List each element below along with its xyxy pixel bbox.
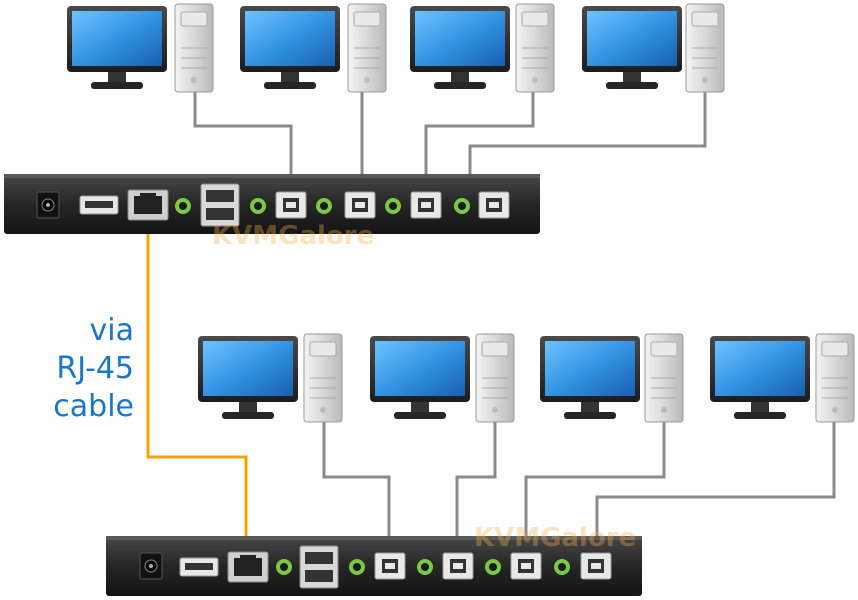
usb-cable	[322, 420, 391, 550]
computer	[410, 3, 555, 93]
audio-jack-icon	[349, 559, 365, 575]
monitor-icon	[410, 6, 510, 89]
dual-usb-hub-icon	[299, 545, 339, 589]
monitor-icon	[240, 6, 340, 89]
usb-b-port-icon	[478, 191, 510, 219]
usb-cable	[193, 92, 293, 188]
tower-icon	[303, 333, 343, 423]
caption-line-3: cable	[53, 389, 134, 424]
rj45-port-icon	[227, 551, 269, 583]
audio-jack-icon	[276, 559, 292, 575]
audio-jack-icon	[485, 559, 501, 575]
watermark-top: KVMGalore	[212, 221, 374, 251]
usb-b-port-icon	[580, 552, 612, 580]
audio-jack-icon	[316, 198, 332, 214]
computer	[710, 333, 855, 423]
usb-cables-bottom	[322, 420, 836, 550]
usb-cable	[424, 92, 535, 188]
top-computers	[67, 3, 725, 93]
monitor-icon	[582, 6, 682, 89]
kvm-switch-bottom	[106, 536, 642, 596]
audio-jack-icon	[554, 559, 570, 575]
power-jack-icon	[139, 552, 163, 580]
usb-cable	[524, 420, 666, 550]
audio-jack-icon	[454, 198, 470, 214]
computer	[240, 3, 387, 93]
bottom-computers	[198, 333, 855, 423]
usb-b-port-icon	[374, 552, 406, 580]
usb-cable	[595, 420, 836, 550]
monitor-icon	[370, 336, 470, 419]
computer	[198, 333, 343, 423]
caption-line-1: via	[90, 313, 134, 348]
dual-usb-hub-icon	[200, 183, 240, 227]
audio-jack-icon	[417, 559, 433, 575]
computer	[540, 333, 684, 423]
usb-b-port-icon	[442, 552, 474, 580]
usb-a-port-icon	[79, 195, 119, 215]
monitor-icon	[710, 336, 810, 419]
usb-b-port-icon	[275, 191, 307, 219]
tower-icon	[347, 3, 387, 93]
rj45-cable	[146, 205, 248, 562]
watermark-bottom: KVMGalore	[474, 523, 636, 553]
monitor-icon	[198, 336, 298, 419]
power-jack-icon	[36, 191, 60, 219]
cable-caption: via RJ-45 cable	[53, 313, 134, 424]
tower-icon	[475, 333, 515, 423]
tower-icon	[515, 3, 555, 93]
usb-cables-top	[193, 92, 707, 188]
usb-b-port-icon	[510, 552, 542, 580]
tower-icon	[174, 3, 214, 93]
computer	[67, 3, 214, 93]
audio-jack-icon	[250, 198, 266, 214]
tower-icon	[815, 333, 855, 423]
monitor-icon	[540, 336, 640, 419]
usb-cable	[455, 420, 497, 550]
usb-a-port-icon	[179, 557, 219, 577]
computer	[582, 3, 725, 93]
audio-jack-icon	[175, 198, 191, 214]
tower-icon	[644, 333, 684, 423]
tower-icon	[685, 3, 725, 93]
usb-cable	[468, 92, 707, 188]
computer	[370, 333, 515, 423]
usb-b-port-icon	[344, 191, 376, 219]
audio-jack-icon	[385, 198, 401, 214]
caption-line-2: RJ-45	[56, 351, 134, 386]
kvm-switch-top: KVMGalore	[4, 174, 540, 251]
usb-b-port-icon	[410, 191, 442, 219]
rj45-port-icon	[127, 189, 169, 221]
monitor-icon	[67, 6, 167, 89]
